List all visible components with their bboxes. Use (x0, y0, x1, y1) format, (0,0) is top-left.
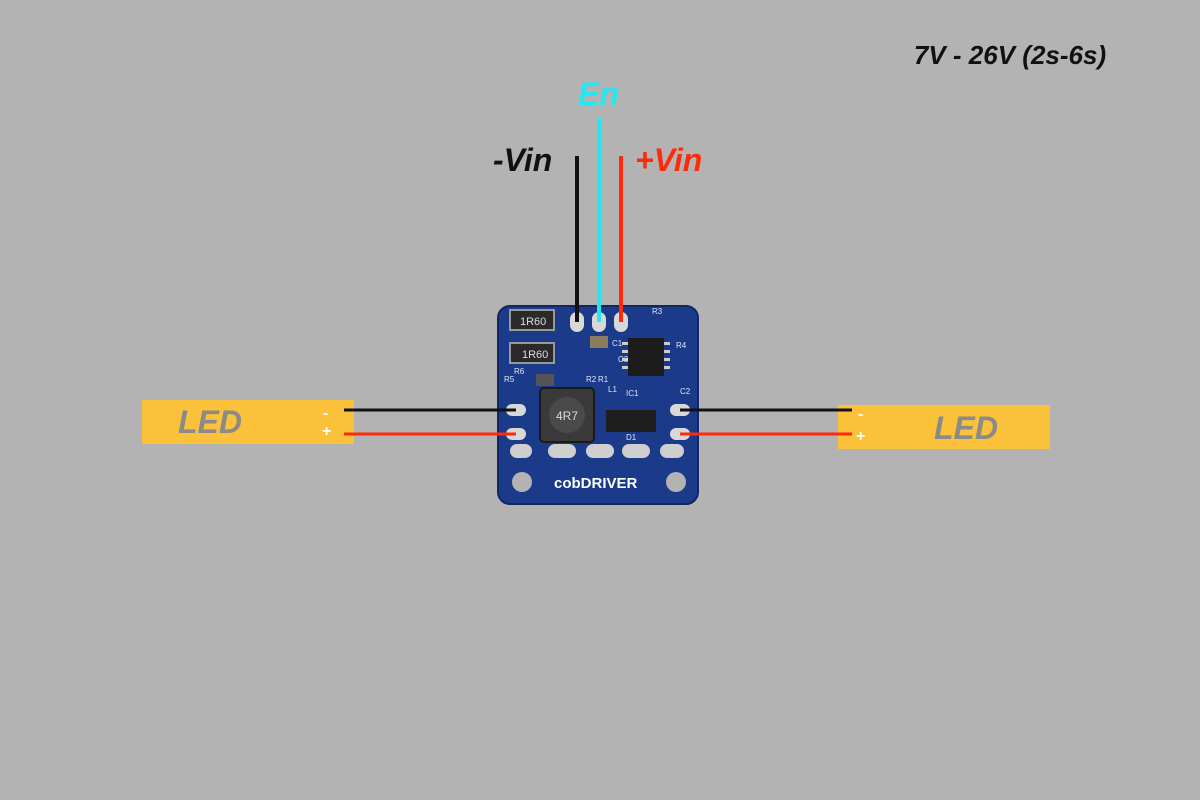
silk-r6: R6 (514, 367, 525, 376)
inductor-label: 4R7 (556, 409, 578, 423)
enable-pin-label: En (578, 76, 619, 112)
voltage-range-label: 7V - 26V (2s-6s) (913, 40, 1107, 70)
ic1-chip (628, 338, 664, 376)
led-left-minus: - (323, 405, 329, 422)
pad-slot (510, 444, 532, 458)
led-strip-right: LED - + (838, 405, 1050, 449)
resistor-2-label: 1R60 (522, 349, 548, 361)
led-strip-left: LED - + (142, 400, 354, 444)
pad-slot (586, 444, 614, 458)
pad-slot (548, 444, 576, 458)
led-right-minus: - (858, 406, 864, 423)
led-right-plus: + (856, 428, 866, 445)
silk-r1: R1 (598, 375, 609, 384)
diode-d1 (606, 410, 656, 432)
resistor-1-label: 1R60 (520, 316, 546, 328)
mount-hole-right (666, 472, 686, 492)
led-left-label: LED (178, 404, 242, 440)
pad-slot (622, 444, 650, 458)
pad-slot (660, 444, 684, 458)
mount-hole-left (512, 472, 532, 492)
resistor-1 (509, 309, 555, 331)
led-left-plus: + (322, 423, 332, 440)
silk-r2: R2 (586, 375, 597, 384)
positive-vin-label: +Vin (635, 142, 703, 178)
inductor-core (549, 397, 585, 433)
board-name: cobDRIVER (554, 475, 638, 492)
silk-d1: D1 (626, 433, 637, 442)
ic1-pins (622, 342, 670, 369)
capacitor (536, 374, 554, 386)
negative-vin-label: -Vin (493, 142, 553, 178)
silk-r5: R5 (504, 375, 515, 384)
silk-c2: C2 (680, 387, 691, 396)
capacitor-c1 (590, 336, 608, 348)
led-right-label: LED (934, 410, 998, 446)
silk-c1: C1 (612, 339, 623, 348)
silk-l1: L1 (608, 385, 617, 394)
silk-r3: R3 (652, 307, 663, 316)
silk-c3: C3 (618, 355, 629, 364)
resistor-2 (509, 342, 555, 364)
silk-r4: R4 (676, 341, 687, 350)
silk-ic1: IC1 (626, 389, 639, 398)
